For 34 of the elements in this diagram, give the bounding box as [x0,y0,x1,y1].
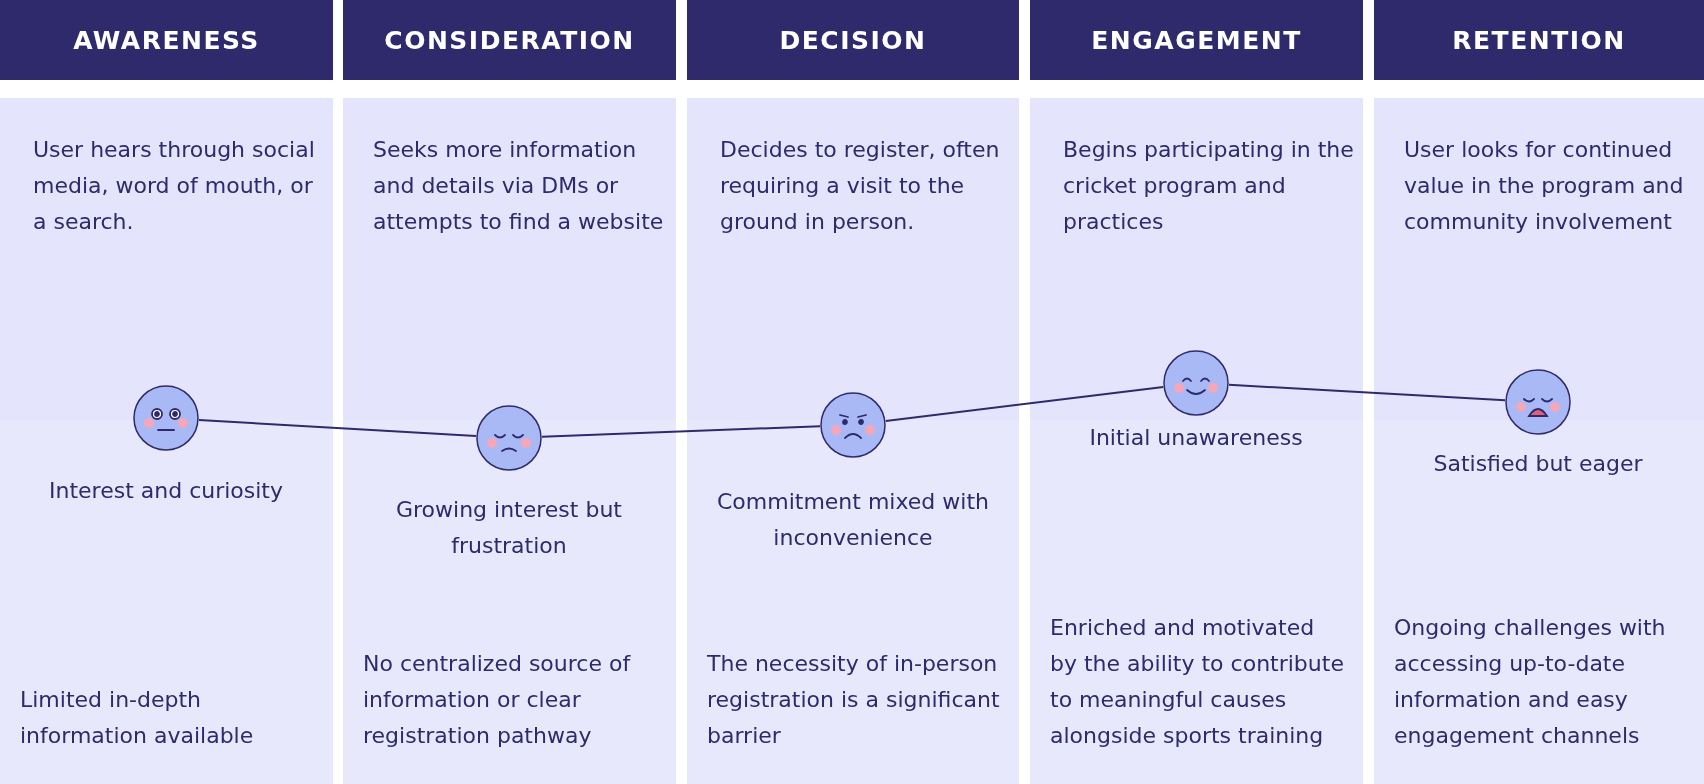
column-panel [343,98,676,784]
stage-description: User looks for continued value in the program and community involvement [1404,136,1685,236]
emotion-label: Initial unawareness [1088,424,1304,452]
column-panel [687,98,1019,784]
stage-description: Seeks more information and details via DMs or attempts to find a website [373,136,665,236]
column-panel [1374,98,1704,784]
face-icon [1504,368,1572,436]
pain-point-text: No centralized source of information or clear registration pathway [363,650,632,750]
stage-header: ENGAGEMENT [1030,0,1363,80]
face-icon [475,404,543,472]
emotion-label: Interest and curiosity [48,477,284,505]
stage-description: User hears through social media, word of mouth, or a search. [33,136,316,236]
stage-header: AWARENESS [0,0,333,80]
face-icon [1162,349,1230,417]
column-panel [1030,98,1363,784]
stage-header: RETENTION [1374,0,1704,80]
pain-point-text: Enriched and motivated by the ability to contribute to meaningful causes alongside sports training [1050,614,1345,750]
emotion-label: Growing interest but frustration [395,496,623,560]
stage-description: Decides to register, often requiring a visit to the ground in person. [720,136,1001,236]
face-icon [132,384,200,452]
pain-point-text: Limited in-depth information available [20,686,255,750]
emotion-line [541,425,821,438]
emotion-line [1227,383,1507,402]
emotion-line [884,386,1165,422]
stage-header: DECISION [687,0,1019,80]
stage-header: CONSIDERATION [343,0,676,80]
column-panel [0,98,333,784]
pain-point-text: Ongoing challenges with accessing up-to-date information and easy engagement channels [1394,614,1667,750]
emotion-label: Satisfied but eager [1432,450,1644,478]
pain-point-text: The necessity of in-person registration is a significant barrier [707,650,1001,750]
face-icon [819,391,887,459]
emotion-line [197,418,478,438]
emotion-label: Commitment mixed with inconvenience [716,488,990,552]
stage-description: Begins participating in the cricket program and practices [1063,136,1355,236]
